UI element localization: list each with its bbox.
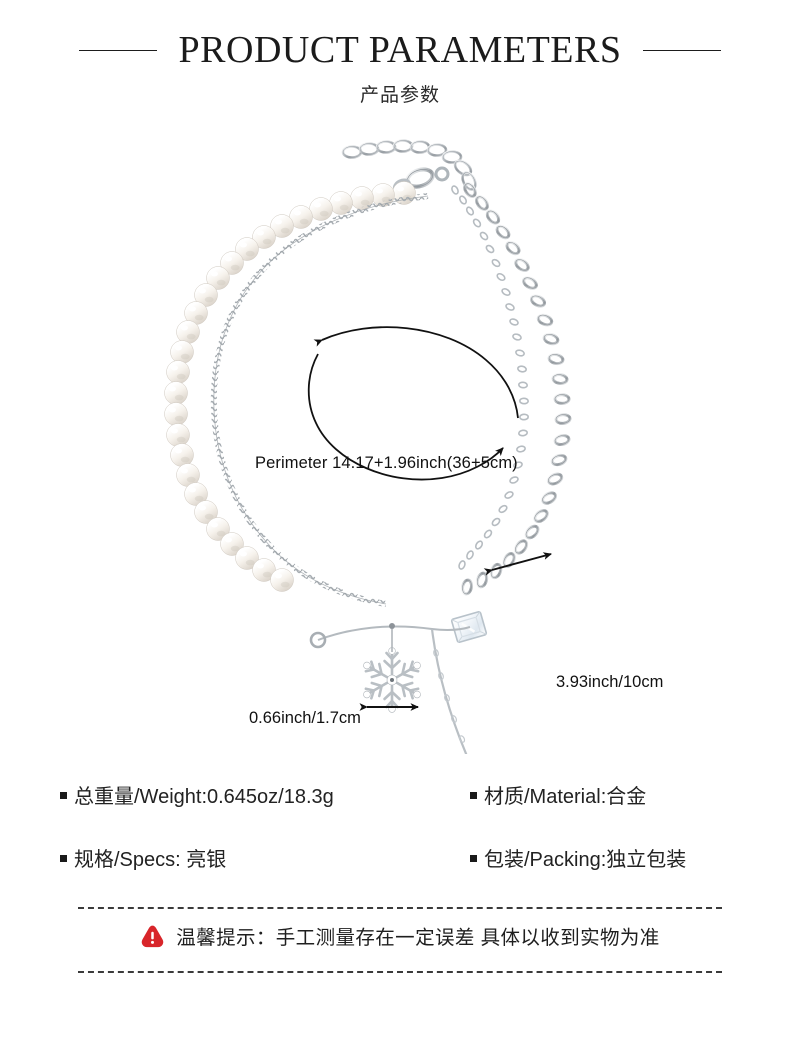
perimeter-arrow-indicator [307, 326, 519, 481]
page-subtitle: 产品参数 [359, 85, 440, 106]
twisted-chain [210, 193, 429, 607]
spec-material: 材质/Material:合金 [470, 780, 646, 809]
page-header: PRODUCT PARAMETERS 产品参数 [0, 0, 800, 118]
notice-body: 温馨提示：手工测量存在一定误差 具体以收到实物为准 [78, 921, 722, 950]
bullet-icon [60, 855, 67, 862]
page-title: PRODUCT PARAMETERS [178, 29, 622, 71]
front-chain [309, 623, 471, 649]
notice-divider-top [78, 907, 722, 909]
notice-text: 温馨提示：手工测量存在一定误差 具体以收到实物为准 [176, 927, 660, 949]
notice-divider-bottom [78, 971, 722, 973]
spec-packing: 包装/Packing:独立包装 [470, 843, 686, 872]
specifications-list: 总重量/Weight:0.645oz/18.3g 材质/Material:合金 … [0, 775, 800, 890]
drop-length-arrow [483, 552, 552, 576]
spec-material-text: 材质/Material:合金 [484, 786, 647, 808]
spec-weight-text: 总重量/Weight:0.645oz/18.3g [74, 786, 334, 808]
notice-section: 温馨提示：手工测量存在一定误差 具体以收到实物为准 [78, 903, 722, 975]
snowflake-pendant [363, 648, 421, 713]
header-rule-right [643, 49, 722, 51]
spec-specs: 规格/Specs: 亮银 [60, 843, 226, 872]
bullet-icon [60, 792, 67, 799]
bullet-icon [470, 792, 477, 799]
drop-chain [430, 628, 468, 754]
spec-packing-text: 包装/Packing:独立包装 [484, 849, 687, 871]
perimeter-label: Perimeter 14.17+1.96inch(36+5cm) [255, 454, 518, 472]
warning-icon [142, 925, 164, 948]
crystal-accent [450, 611, 488, 643]
header-rule-left [78, 49, 157, 51]
spec-weight: 总重量/Weight:0.645oz/18.3g [60, 780, 334, 809]
necklace-illustration [164, 139, 572, 754]
curb-chain [459, 180, 572, 597]
pendant-width-label: 0.66inch/1.7cm [249, 709, 361, 727]
drop-length-label: 3.93inch/10cm [556, 673, 664, 691]
bullet-icon [470, 855, 477, 862]
cable-chain-right [449, 184, 530, 571]
product-image-area: Perimeter 14.17+1.96inch(36+5cm) 0.66inc… [0, 118, 800, 754]
spec-specs-text: 规格/Specs: 亮银 [74, 849, 227, 871]
title-row: PRODUCT PARAMETERS [0, 24, 800, 76]
